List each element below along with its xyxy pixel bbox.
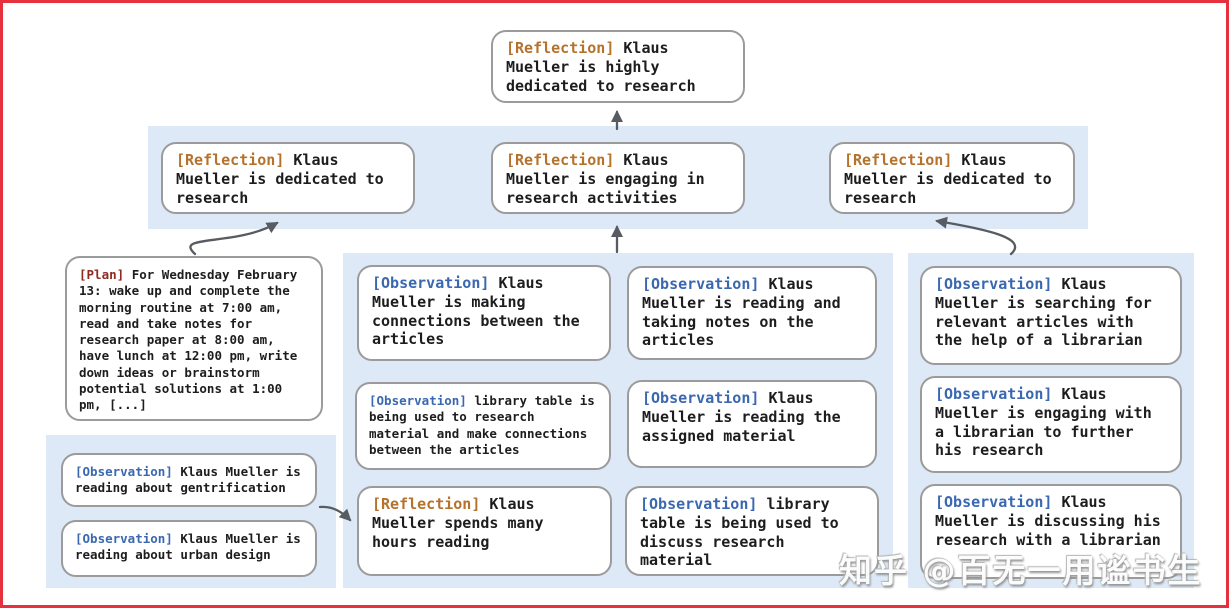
reflection-tag: [Reflection]	[372, 495, 481, 513]
node-text: Klaus Mueller is highly dedicated to res…	[506, 39, 696, 95]
reflection-node-middle: [Reflection] Klaus Mueller is engaging i…	[491, 142, 745, 214]
node-text: Klaus Mueller is dedicated to research	[844, 151, 1052, 207]
node-text: Klaus Mueller is discussing his research…	[935, 493, 1161, 549]
node-text: Klaus Mueller spends many hours reading	[372, 495, 544, 551]
observation-tag: [Observation]	[935, 385, 1053, 403]
observation-tag: [Observation]	[642, 389, 760, 407]
observation-tag: [Observation]	[642, 275, 760, 293]
observation-tag: [Observation]	[640, 495, 758, 513]
reflection-node-left: [Reflection] Klaus Mueller is dedicated …	[161, 142, 415, 214]
zhihu-watermark: 知乎 @百无一用谧书生	[839, 551, 1203, 590]
observation-node-engaging-librarian: [Observation] Klaus Mueller is engaging …	[920, 376, 1182, 473]
node-text: Klaus Mueller is engaging with a librari…	[935, 385, 1152, 460]
node-text: For Wednesday February 13: wake up and c…	[79, 267, 298, 412]
observation-node-urban-design: [Observation] Klaus Mueller is reading a…	[61, 520, 317, 577]
observation-tag: [Observation]	[369, 393, 467, 408]
reflection-tag: [Reflection]	[844, 151, 953, 169]
observation-node-gentrification: [Observation] Klaus Mueller is reading a…	[61, 453, 317, 507]
plan-tag: [Plan]	[79, 267, 125, 282]
node-text: Klaus Mueller is reading about urban des…	[75, 531, 301, 563]
reflection-node-right: [Reflection] Klaus Mueller is dedicated …	[829, 142, 1075, 214]
observation-tag: [Observation]	[75, 464, 173, 479]
observation-tag: [Observation]	[935, 275, 1053, 293]
observation-node-making-connections: [Observation] Klaus Mueller is making co…	[357, 265, 611, 361]
node-text: Klaus Mueller is making connections betw…	[372, 274, 580, 349]
reflection-tag: [Reflection]	[176, 151, 285, 169]
node-text: Klaus Mueller is searching for relevant …	[935, 275, 1152, 350]
observation-tag: [Observation]	[75, 531, 173, 546]
node-text: library table is being used to discuss r…	[640, 495, 839, 570]
node-text: Klaus Mueller is reading the assigned ma…	[642, 389, 841, 445]
root-reflection-node: [Reflection] Klaus Mueller is highly ded…	[491, 30, 745, 103]
node-text: Klaus Mueller is dedicated to research	[176, 151, 384, 207]
observation-tag: [Observation]	[935, 493, 1053, 511]
observation-node-taking-notes: [Observation] Klaus Mueller is reading a…	[627, 266, 877, 360]
reflection-node-hours-reading: [Reflection] Klaus Mueller spends many h…	[357, 486, 612, 576]
observation-node-library-table-research: [Observation] library table is being use…	[355, 382, 611, 470]
observation-node-discussing-librarian: [Observation] Klaus Mueller is discussin…	[920, 484, 1182, 579]
node-text: Klaus Mueller is reading and taking note…	[642, 275, 841, 350]
node-text: library table is being used to research …	[369, 393, 595, 457]
plan-node: [Plan] For Wednesday February 13: wake u…	[65, 256, 323, 421]
observation-tag: [Observation]	[372, 274, 490, 292]
observation-node-library-table-discuss: [Observation] library table is being use…	[625, 486, 879, 576]
observation-node-searching-articles: [Observation] Klaus Mueller is searching…	[920, 266, 1182, 365]
observation-node-assigned-material: [Observation] Klaus Mueller is reading t…	[627, 380, 877, 468]
node-text: Klaus Mueller is reading about gentrific…	[75, 464, 301, 496]
reflection-tag: [Reflection]	[506, 39, 615, 57]
reflection-tag: [Reflection]	[506, 151, 615, 169]
node-text: Klaus Mueller is engaging in research ac…	[506, 151, 705, 207]
